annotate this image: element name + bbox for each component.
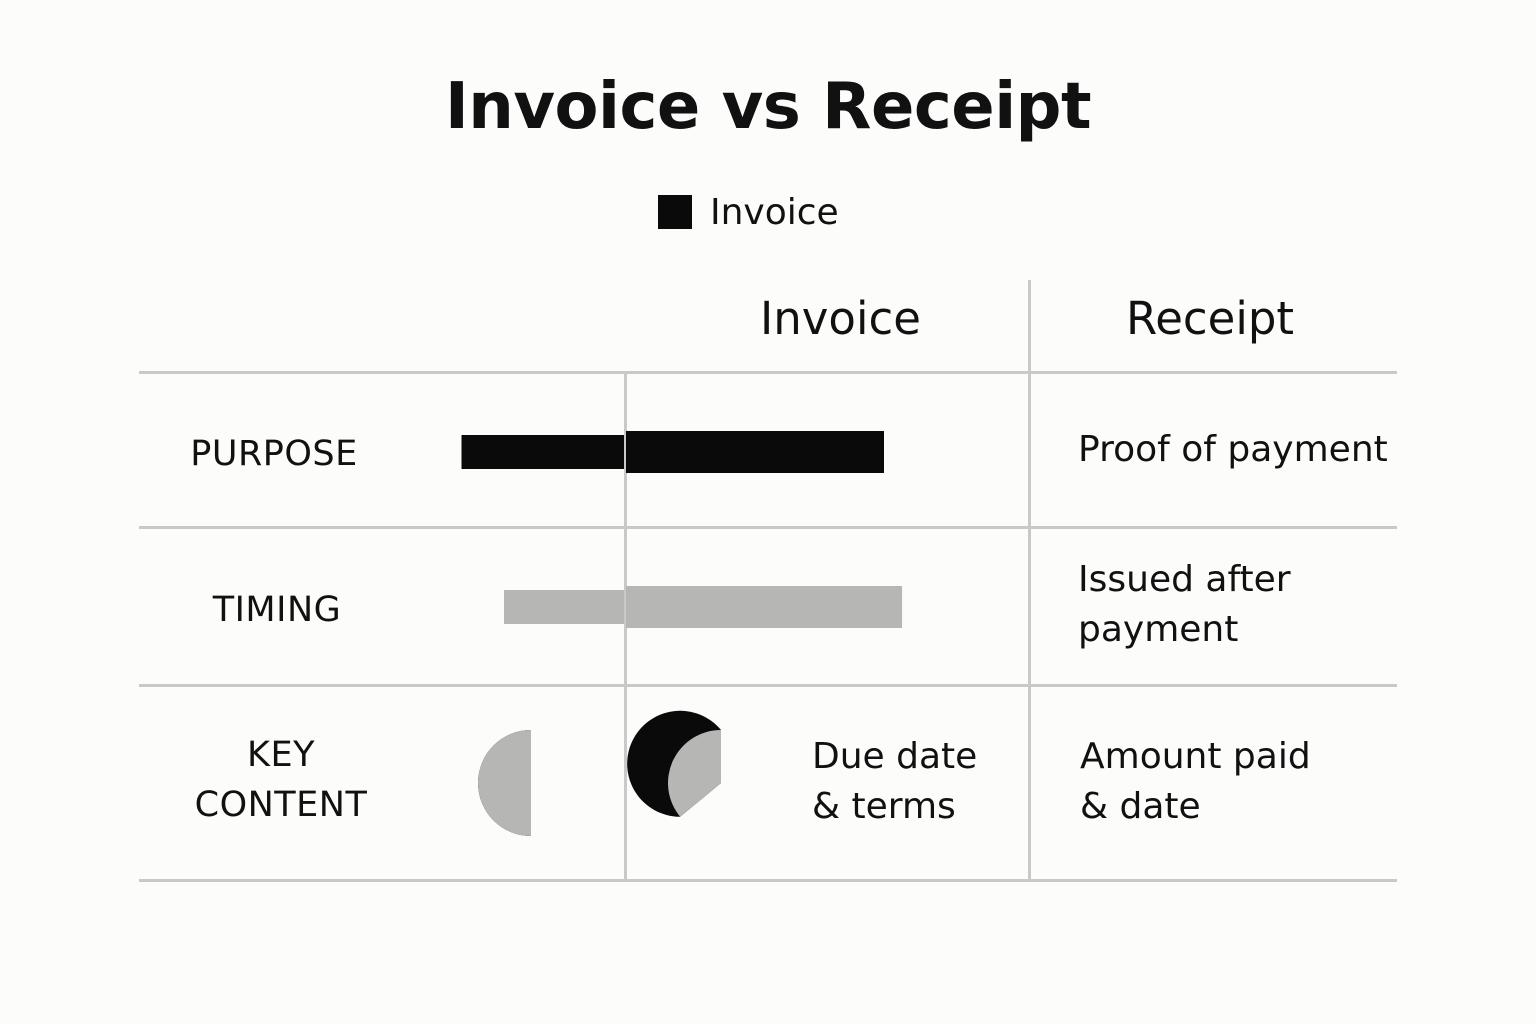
receipt-purpose-text: Proof of payment (1078, 429, 1388, 470)
grid-line-receipt-divider (1028, 280, 1031, 882)
column-header-receipt: Receipt (1126, 292, 1295, 345)
legend-swatch (658, 195, 692, 229)
pie-right-slice-1 (668, 730, 721, 817)
bar-left-timing (504, 590, 624, 624)
bar-left-purpose (461, 435, 624, 469)
legend-label: Invoice (710, 191, 839, 233)
bar-right-timing (626, 586, 903, 628)
grid-line-invoice-divider (624, 373, 627, 882)
receipt-timing-text: Issued after payment (1078, 559, 1291, 650)
chart-title: Invoice vs Receipt (444, 70, 1092, 144)
grid-line-header (139, 371, 1397, 374)
row-label-timing: TIMING (212, 590, 342, 630)
invoice-key-content-text: Due date & terms (812, 736, 978, 827)
row-label-purpose: PURPOSE (190, 434, 358, 474)
legend: Invoice (658, 190, 839, 234)
pie-left-slice-1 (478, 730, 531, 836)
column-header-invoice: Invoice (760, 292, 921, 345)
receipt-key-content-text: Amount paid & date (1080, 736, 1311, 827)
grid-line-row-2 (139, 684, 1397, 687)
bar-right-purpose (626, 431, 884, 473)
row-label-key-content: KEY CONTENT (194, 735, 368, 825)
grid-line-bottom (139, 879, 1397, 882)
grid-line-row-1 (139, 526, 1397, 529)
